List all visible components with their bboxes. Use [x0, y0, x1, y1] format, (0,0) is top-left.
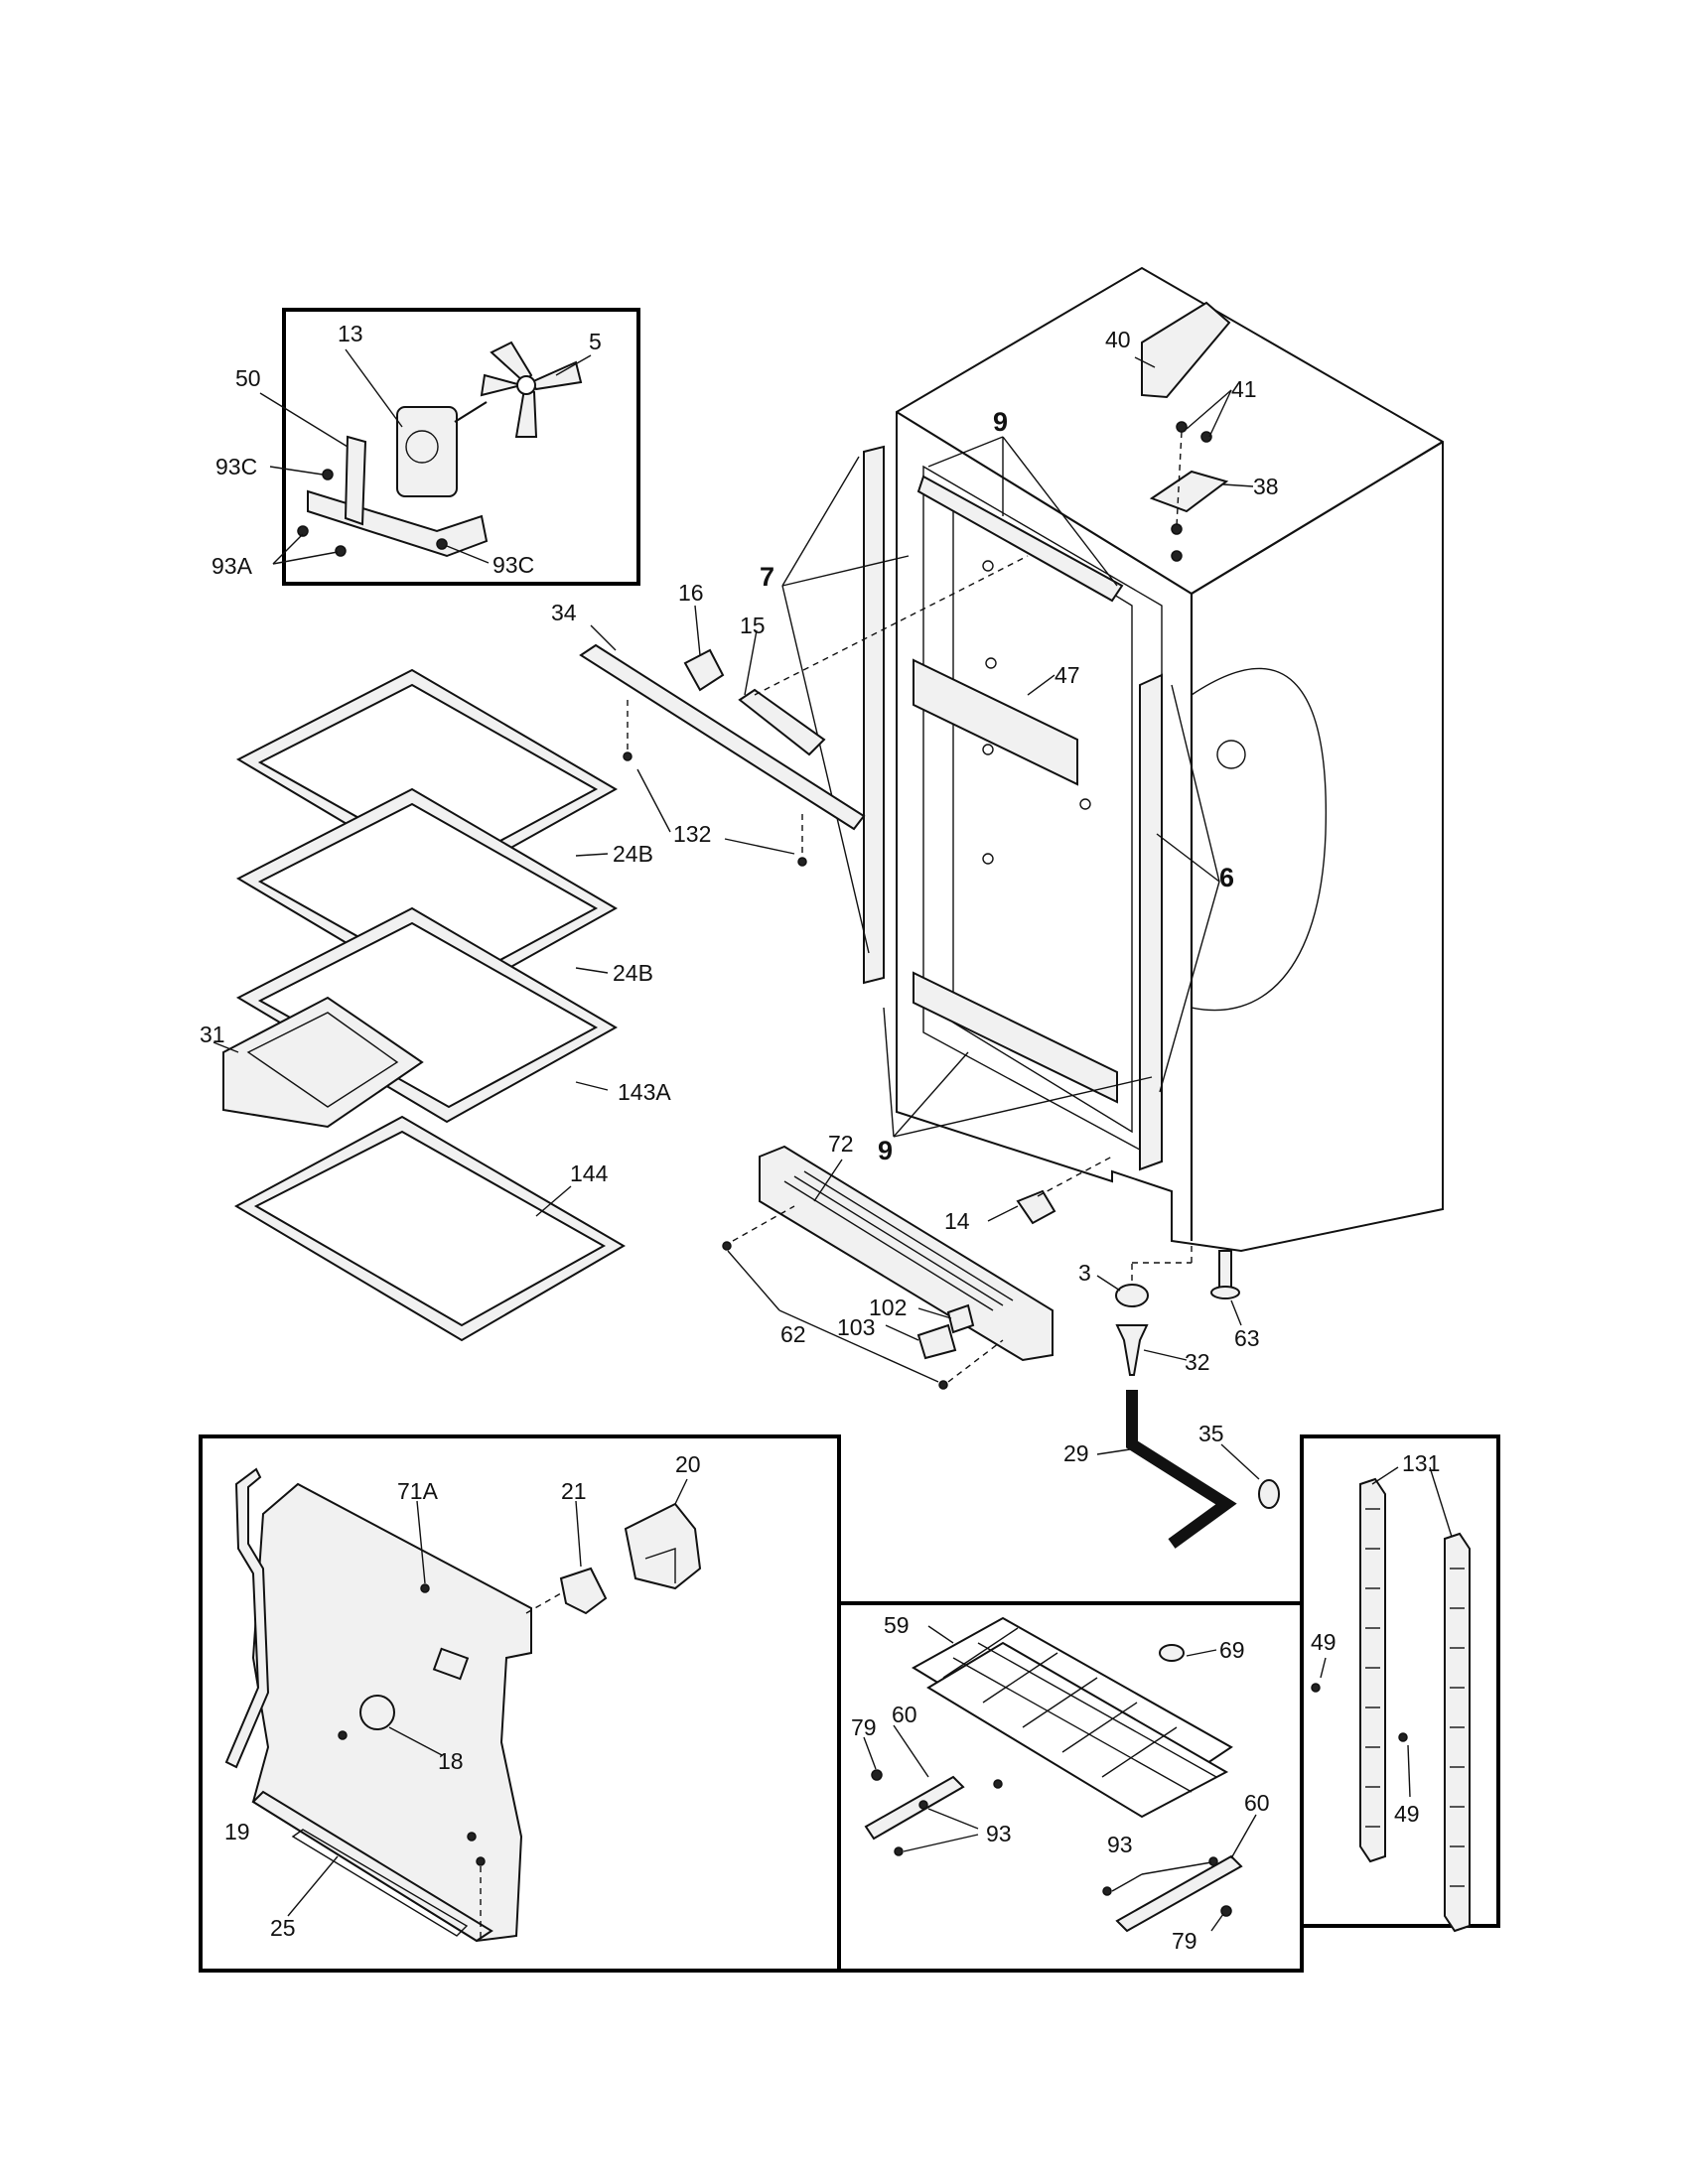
- basket-slides: [863, 1644, 1257, 1933]
- drain-trough-19: [224, 1467, 270, 1769]
- label-13: 13: [338, 321, 363, 346]
- label-41: 41: [1231, 376, 1257, 402]
- label-29: 29: [1063, 1440, 1089, 1466]
- label-31: 31: [200, 1022, 225, 1047]
- label-131: 131: [1402, 1450, 1440, 1476]
- fan-blade: [480, 341, 583, 438]
- label-132: 132: [673, 821, 711, 847]
- label-62: 62: [780, 1321, 806, 1347]
- label-60-right: 60: [1244, 1790, 1270, 1816]
- fan-motor-inset-box: [282, 308, 640, 586]
- label-16: 16: [678, 580, 704, 606]
- label-20: 20: [675, 1451, 701, 1477]
- label-38: 38: [1253, 474, 1279, 499]
- label-6: 6: [1219, 863, 1234, 892]
- label-25: 25: [270, 1915, 296, 1941]
- rear-evaporator-cover: [251, 1482, 562, 1943]
- ice-tray-31: [212, 996, 424, 1129]
- label-93a: 93A: [211, 553, 253, 579]
- label-93c-lower: 93C: [492, 552, 534, 578]
- label-144: 144: [570, 1160, 609, 1186]
- cover-panel-144: [233, 1115, 626, 1342]
- label-40: 40: [1105, 327, 1131, 352]
- rail-inset-box: [1300, 1434, 1500, 1928]
- label-9-bottom: 9: [878, 1136, 893, 1165]
- label-72: 72: [828, 1131, 854, 1157]
- label-35: 35: [1198, 1421, 1224, 1446]
- light-assembly: [579, 555, 1055, 867]
- label-60-left: 60: [892, 1702, 917, 1727]
- callout-labels: 13 5 50 93C 93A 93C 40 41 38 9 7 16 15 3…: [200, 321, 1440, 1954]
- gasket-leaders: [781, 436, 1220, 1138]
- label-18: 18: [438, 1748, 464, 1774]
- freezer-cabinet: [863, 266, 1444, 1253]
- label-24b-lower: 24B: [613, 960, 653, 986]
- label-5: 5: [589, 329, 602, 354]
- label-7: 7: [760, 562, 774, 592]
- defrost-timer-and-cover: [559, 1478, 702, 1615]
- label-63: 63: [1234, 1325, 1260, 1351]
- label-93c-upper: 93C: [215, 454, 257, 479]
- kickplate-72: [722, 1145, 1054, 1390]
- label-93-right: 93: [1107, 1832, 1133, 1857]
- label-47: 47: [1055, 662, 1080, 688]
- label-49-lower: 49: [1394, 1801, 1420, 1827]
- light-switch-14: [987, 1156, 1113, 1225]
- label-9-top: 9: [993, 407, 1008, 437]
- top-hinge-parts: [1134, 301, 1254, 562]
- label-102: 102: [869, 1295, 907, 1320]
- label-79-upper: 79: [851, 1714, 877, 1740]
- label-3: 3: [1078, 1260, 1091, 1286]
- label-15: 15: [740, 613, 766, 638]
- label-14: 14: [944, 1208, 970, 1234]
- label-24b-upper: 24B: [613, 841, 653, 867]
- label-32: 32: [1185, 1349, 1210, 1375]
- label-103: 103: [837, 1314, 875, 1340]
- drain-and-leveler-parts: [1096, 1236, 1280, 1549]
- label-50: 50: [235, 365, 261, 391]
- label-21: 21: [561, 1478, 587, 1504]
- label-71a: 71A: [397, 1478, 439, 1504]
- fan-motor-assembly: [259, 341, 592, 565]
- wire-basket-59: [912, 1616, 1233, 1819]
- label-49-upper: 49: [1311, 1629, 1336, 1655]
- label-93-left: 93: [986, 1821, 1012, 1846]
- label-143a: 143A: [618, 1079, 671, 1105]
- label-19: 19: [224, 1819, 250, 1844]
- label-59: 59: [884, 1612, 910, 1638]
- label-34: 34: [551, 600, 577, 625]
- label-69: 69: [1219, 1637, 1245, 1663]
- shelf-rails-131: [1311, 1466, 1471, 1933]
- label-79-lower: 79: [1172, 1928, 1197, 1954]
